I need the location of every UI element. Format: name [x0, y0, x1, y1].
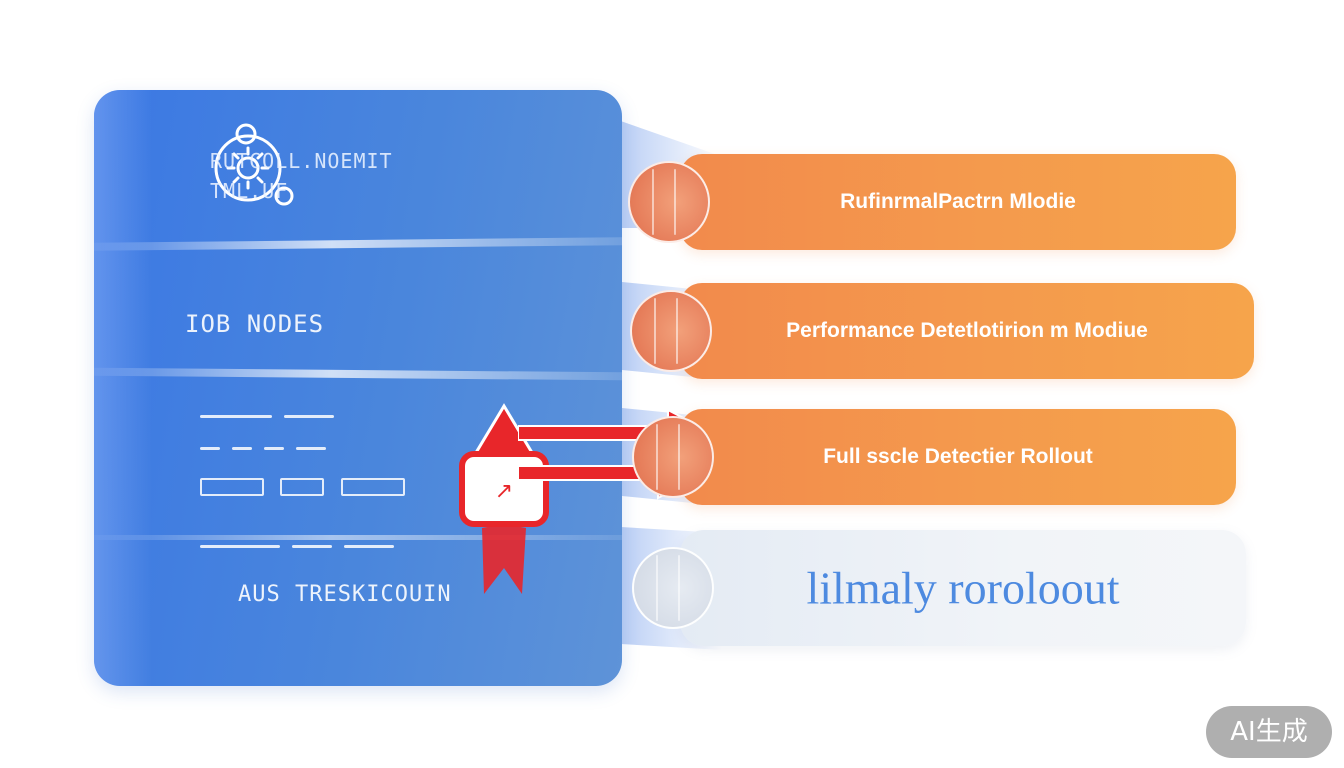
top-layer-label: RUTCOLL.NOEMIT TML.UF: [210, 146, 393, 206]
module-label: lilmaly roroloout: [806, 562, 1120, 614]
nodes-layer-label: IOB NODES: [185, 310, 325, 338]
glyph-row: [200, 478, 417, 496]
cylinder-cap-icon: [632, 416, 714, 498]
layer-divider: [94, 367, 622, 381]
glyph-row: [200, 408, 346, 424]
module-label: Full sscle Detectier Rollout: [823, 445, 1093, 468]
module-pill-4: lilmaly roroloout: [632, 530, 1246, 646]
layer-divider: [94, 535, 622, 540]
layer-divider: [94, 237, 622, 251]
architecture-stack: [94, 90, 622, 686]
cylinder-cap-icon: [628, 161, 710, 243]
module-pill-2: Performance Detetlotirion m Modiue: [630, 283, 1254, 379]
bottom-layer-label: AUS TRESKICOUIN: [238, 582, 452, 607]
svg-text:↗: ↗: [495, 479, 513, 504]
top-layer-label-line1: RUTCOLL.NOEMIT: [210, 149, 393, 173]
module-label: Performance Detetlotirion m Modiue: [786, 319, 1148, 342]
glyph-row: [200, 538, 406, 554]
cylinder-cap-icon: [630, 290, 712, 372]
cylinder-cap-icon: [632, 547, 714, 629]
gear-cluster-icon: [214, 123, 294, 206]
module-pill-1: RufinrmalPactrn Mlodie: [628, 154, 1236, 250]
top-layer-label-line2: TML.UF: [210, 179, 289, 203]
ai-generated-watermark: AI生成: [1206, 706, 1332, 758]
glyph-row: [200, 440, 338, 456]
module-label: RufinrmalPactrn Mlodie: [840, 190, 1076, 213]
module-pill-3: Full sscle Detectier Rollout: [632, 409, 1236, 505]
